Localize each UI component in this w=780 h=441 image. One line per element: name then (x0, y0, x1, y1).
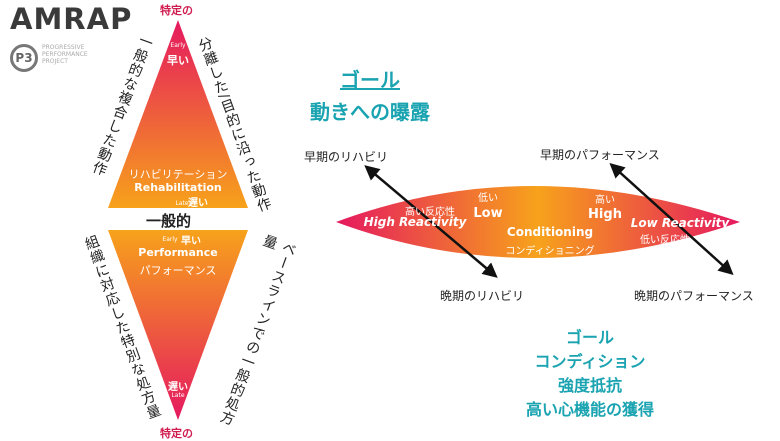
logo-text: PROGRESSIVE PERFORMANCE PROJECT (42, 44, 88, 65)
general-label: 一般的 (146, 212, 192, 230)
high-reactivity-jp: 高い反応性 (405, 207, 455, 218)
upper-early-jp: 早い (167, 54, 189, 67)
lower-late-en: Late (171, 392, 185, 399)
arrow-high-reactivity (364, 165, 498, 278)
rehab-en-label: Rehabilitation (134, 181, 222, 194)
pyramid-diagram (108, 20, 248, 420)
goal-top-title: ゴール (340, 68, 400, 92)
performance-jp-label: パフォーマンス (139, 264, 217, 277)
goal-bottom-line4: 高い心機能の獲得 (525, 400, 654, 419)
p3-logo-icon: P3 (10, 44, 38, 72)
performance-en-label: Performance (138, 246, 218, 259)
conditioning-jp: コンディショニング (505, 246, 595, 257)
lower-triangle (108, 230, 248, 420)
arrow-low-reactivity (609, 162, 734, 276)
rehab-jp-label: リハビリテーション (128, 168, 228, 181)
low-reactivity-en: Low Reactivity (630, 216, 730, 230)
upper-late-en: Late (175, 200, 189, 207)
goal-bottom-line2: コンディション (534, 352, 646, 371)
late-rehab-label: 晩期のリハビリ (440, 289, 525, 303)
high-en: High (588, 207, 622, 222)
lower-early-en: Early (162, 236, 178, 243)
lower-late-jp: 遅い (168, 382, 188, 393)
low-jp: 低い (478, 193, 498, 204)
conditioning-en: Conditioning (506, 225, 594, 239)
brand-title: AMRAP (10, 2, 133, 36)
upper-triangle (108, 20, 248, 208)
lower-early-jp: 早い (181, 236, 201, 247)
low-en: Low (473, 206, 503, 221)
reactivity-lens-diagram (336, 162, 740, 278)
goal-top-subtitle: 動きへの曝露 (310, 100, 430, 124)
top-specific-label: 特定の (160, 4, 193, 17)
bottom-specific-label: 特定の (160, 427, 193, 440)
high-reactivity-en: High Reactivity (363, 215, 467, 229)
goal-bottom-title: ゴール (565, 328, 614, 347)
late-performance-label: 晩期のパフォーマンス (634, 289, 754, 303)
early-rehab-label: 早期のリハビリ (304, 150, 389, 164)
upper-early-en: Early (170, 42, 186, 49)
low-reactivity-jp: 低い反応性 (640, 235, 690, 246)
goal-bottom-line3: 強度抵抗 (557, 376, 622, 395)
upper-late-jp: 遅い (188, 198, 208, 209)
high-jp: 高い (595, 195, 615, 206)
early-performance-label: 早期のパフォーマンス (540, 148, 660, 162)
